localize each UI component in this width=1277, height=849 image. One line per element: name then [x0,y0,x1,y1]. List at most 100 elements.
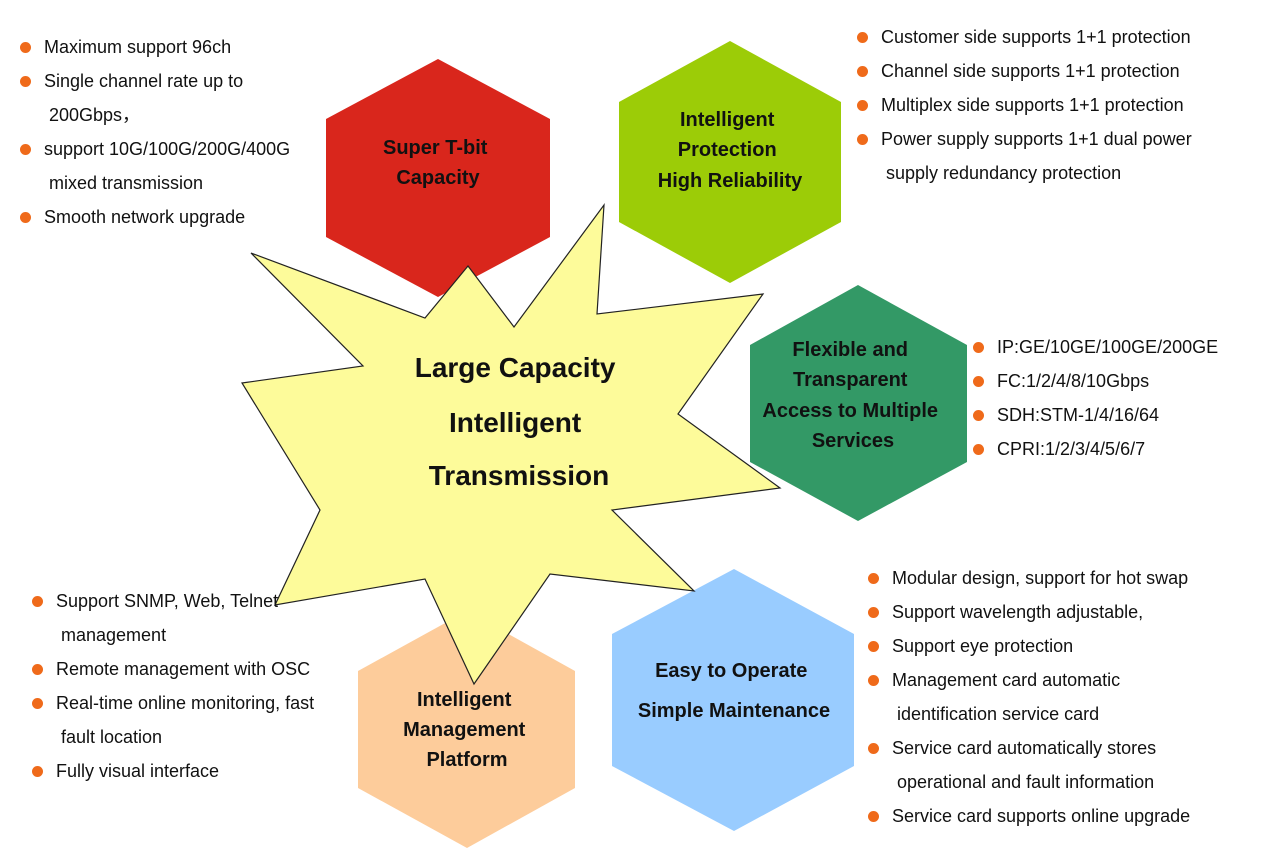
hexagon-capacity-line-1: Super T-bit [383,137,488,159]
protection-feature-text: Customer side supports 1+1 protection [881,27,1191,47]
hexagon-protection-title: Intelligent Protection High Reliability [658,109,803,192]
hexagon-protection-line-3: High Reliability [658,170,803,192]
protection-feature-item: Power supply supports 1+1 dual power sup… [857,122,1192,190]
hexagon-protection-shape [619,41,841,283]
bullet-dot-icon [973,444,984,455]
access-feature-text: IP:GE/10GE/100GE/200GE [997,337,1219,357]
maintenance-feature-text: Support eye protection [892,636,1074,656]
capacity-feature-text: mixed transmission [44,173,204,193]
maintenance-feature-item: Service card supports online upgrade [868,799,1190,833]
hexagon-capacity: Super T-bit Capacity [326,59,550,297]
bullet-dot-icon [32,698,43,709]
bullet-dot-icon [868,573,879,584]
hexagon-access-shape [750,285,967,521]
bullet-dot-icon [868,675,879,686]
hexagon-access [750,285,967,521]
maintenance-feature-text: identification service card [892,704,1100,724]
bullet-dot-icon [20,76,31,87]
bullet-dot-icon [868,607,879,618]
hexagon-protection-line-1: Intelligent [680,109,775,131]
hexagon-access-line-4: Services [812,430,894,452]
center-title-line-3: Transmission [429,460,610,491]
hexagon-capacity-line-2: Capacity [396,167,480,189]
management-feature-item: Remote management with OSC [32,652,314,686]
hexagon-management-line-1: Intelligent [417,689,512,711]
management-feature-text: fault location [56,727,163,747]
management-feature-item: Fully visual interface [32,754,314,788]
hexagon-capacity-title: Super T-bit Capacity [383,137,493,189]
hexagon-access-line-3: Access to Multiple [762,400,938,422]
protection-feature-item: Multiplex side supports 1+1 protection [857,88,1192,122]
management-feature-item: Real-time online monitoring, fast fault … [32,686,314,754]
hexagon-protection-line-2: Protection [678,139,777,161]
management-feature-text: Fully visual interface [56,761,220,781]
bullet-dot-icon [20,144,31,155]
maintenance-feature-text: Management card automatic [892,670,1121,690]
management-feature-item: Support SNMP, Web, Telnet management [32,584,314,652]
access-feature-item: CPRI:1/2/3/4/5/6/7 [973,432,1218,466]
access-feature-item: IP:GE/10GE/100GE/200GE [973,330,1218,364]
capacity-feature-item: Single channel rate up to 200Gbps， [20,64,290,132]
management-feature-text: Remote management with OSC [56,659,311,679]
management-feature-text: Real-time online monitoring, fast [56,693,315,713]
protection-feature-text: Channel side supports 1+1 protection [881,61,1180,81]
center-title-line-2: Intelligent [449,407,581,438]
capacity-feature-item: Maximum support 96ch [20,30,290,64]
management-feature-text: Support SNMP, Web, Telnet [56,591,279,611]
hexagon-access-line-2: Transparent [793,369,908,391]
hexagon-maintenance-shape [612,569,854,831]
bullet-dot-icon [868,641,879,652]
bullet-dot-icon [868,811,879,822]
maintenance-feature-item: Support eye protection [868,629,1190,663]
bullet-dot-icon [973,342,984,353]
bullet-dot-icon [857,32,868,43]
maintenance-feature-item: Management card automatic identification… [868,663,1190,731]
bullet-dot-icon [32,596,43,607]
capacity-feature-text: support 10G/100G/200G/400G [44,139,291,159]
capacity-feature-text: 200Gbps， [44,105,141,125]
capacity-feature-text: Single channel rate up to [44,71,244,91]
bullet-dot-icon [20,42,31,53]
access-feature-text: CPRI:1/2/3/4/5/6/7 [997,439,1146,459]
hexagon-management: Intelligent Management Platform [358,611,575,848]
protection-feature-item: Channel side supports 1+1 protection [857,54,1192,88]
access-feature-item: FC:1/2/4/8/10Gbps [973,364,1218,398]
maintenance-feature-text: Service card automatically stores [892,738,1157,758]
hexagon-management-line-3: Platform [426,749,507,771]
maintenance-feature-item: Support wavelength adjustable, [868,595,1190,629]
bullet-dot-icon [32,664,43,675]
access-feature-text: SDH:STM-1/4/16/64 [997,405,1160,425]
bullet-dot-icon [857,134,868,145]
maintenance-feature-text: Service card supports online upgrade [892,806,1191,826]
bullet-dot-icon [32,766,43,777]
bullet-dot-icon [857,66,868,77]
bullet-dot-icon [857,100,868,111]
hexagon-management-line-2: Management [403,719,526,741]
bullet-dot-icon [973,410,984,421]
hexagon-maintenance-title: Easy to Operate Simple Maintenance [638,660,830,722]
capacity-feature-item: Smooth network upgrade [20,200,290,234]
capacity-feature-text: Maximum support 96ch [44,37,232,57]
center-star-shape [241,203,782,686]
protection-feature-item: Customer side supports 1+1 protection [857,20,1192,54]
hexagon-protection: Intelligent Protection High Reliability [619,41,841,283]
bullet-dot-icon [20,212,31,223]
hexagon-management-title: Intelligent Management Platform [403,689,531,771]
maintenance-feature-text: operational and fault information [892,772,1155,792]
access-feature-text: FC:1/2/4/8/10Gbps [997,371,1150,391]
access-feature-item: SDH:STM-1/4/16/64 [973,398,1218,432]
management-feature-text: management [56,625,167,645]
hexagon-maintenance-line-1: Easy to Operate [655,660,807,682]
hexagon-capacity-shape [326,59,550,297]
capacity-feature-item: support 10G/100G/200G/400G mixed transmi… [20,132,290,200]
maintenance-feature-text: Modular design, support for hot swap [892,568,1189,588]
maintenance-feature-text: Support wavelength adjustable, [892,602,1144,622]
center-title: Large Capacity Intelligent Transmission [415,352,624,491]
maintenance-feature-item: Service card automatically stores operat… [868,731,1190,799]
capacity-feature-text: Smooth network upgrade [44,207,246,227]
center-title-line-1: Large Capacity [415,352,616,383]
